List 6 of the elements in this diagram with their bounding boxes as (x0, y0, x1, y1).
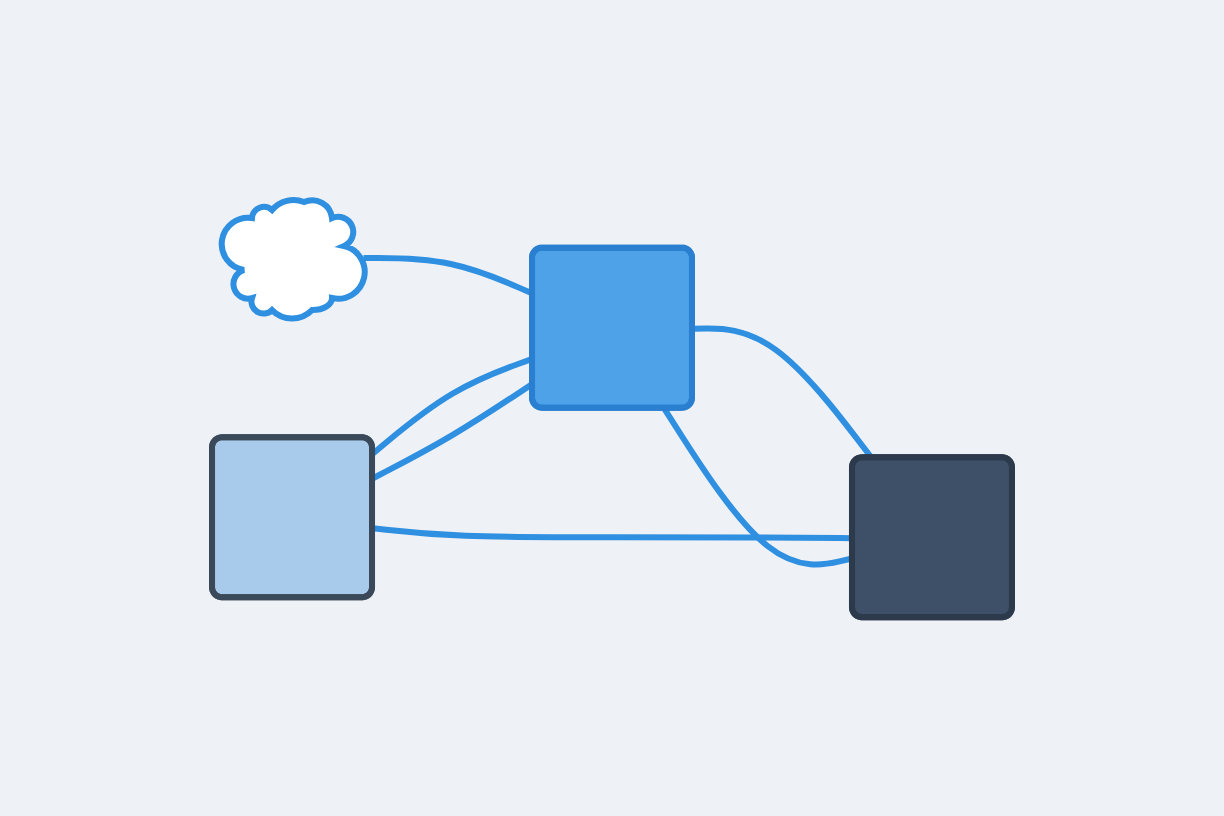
connector (692, 324, 875, 460)
connector (371, 355, 534, 456)
connector (661, 406, 854, 567)
connector (372, 524, 854, 541)
connector (371, 380, 535, 481)
node-cloud (218, 196, 368, 321)
